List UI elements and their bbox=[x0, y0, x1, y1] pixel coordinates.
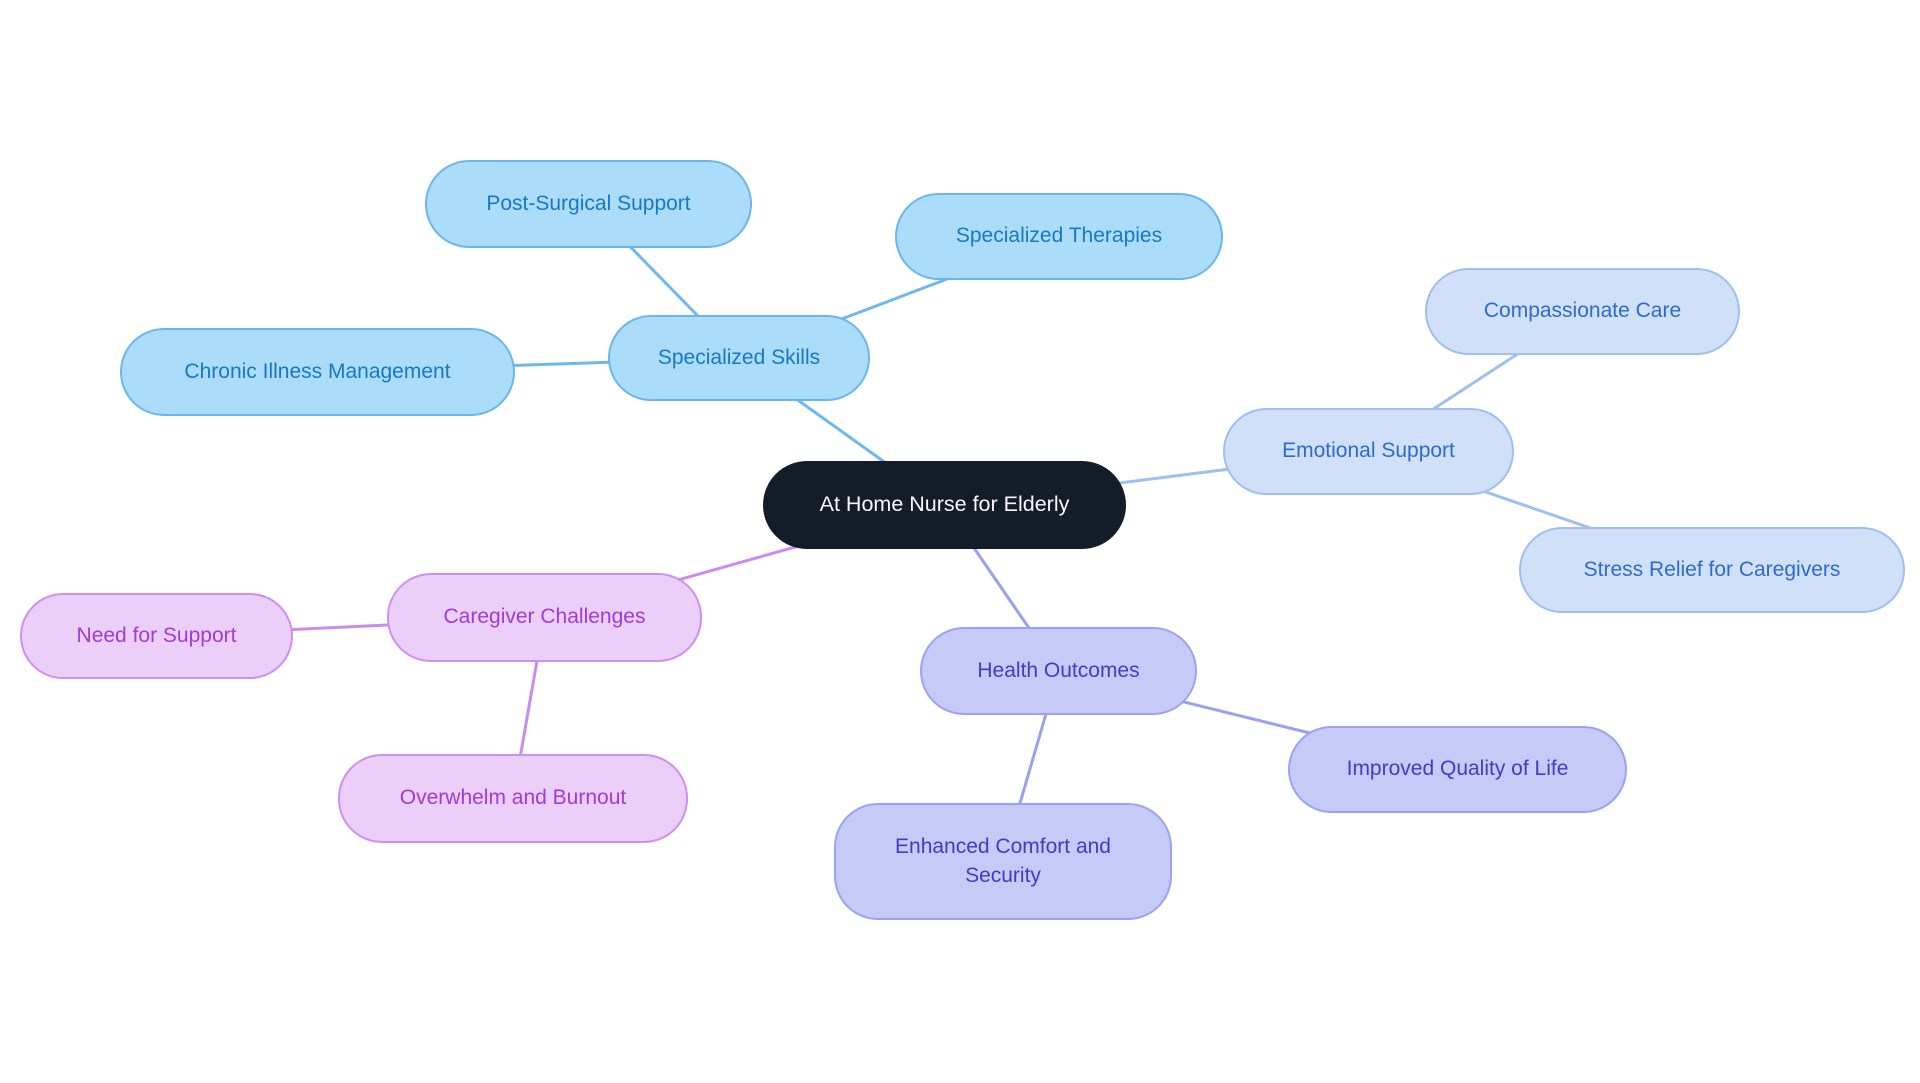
node-overwhelm-burnout[interactable]: Overwhelm and Burnout bbox=[338, 754, 688, 843]
node-label-caregiver-challenges: Caregiver Challenges bbox=[443, 605, 646, 629]
node-label-overwhelm-burnout: Overwhelm and Burnout bbox=[399, 786, 627, 810]
node-need-for-support[interactable]: Need for Support bbox=[20, 593, 293, 679]
node-improved-quality[interactable]: Improved Quality of Life bbox=[1288, 726, 1627, 813]
node-label-compassionate-care: Compassionate Care bbox=[1483, 299, 1682, 323]
node-label-post-surgical-support: Post-Surgical Support bbox=[486, 191, 691, 215]
node-stress-relief[interactable]: Stress Relief for Caregivers bbox=[1519, 527, 1905, 613]
node-caregiver-challenges[interactable]: Caregiver Challenges bbox=[387, 573, 702, 662]
node-specialized-therapies[interactable]: Specialized Therapies bbox=[895, 193, 1223, 280]
node-compassionate-care[interactable]: Compassionate Care bbox=[1425, 268, 1740, 355]
node-label-need-for-support: Need for Support bbox=[76, 623, 237, 647]
node-label-specialized-skills: Specialized Skills bbox=[657, 345, 821, 369]
node-label-chronic-illness: Chronic Illness Management bbox=[184, 359, 451, 383]
node-label-health-outcomes: Health Outcomes bbox=[977, 658, 1140, 682]
node-health-outcomes[interactable]: Health Outcomes bbox=[920, 627, 1197, 715]
node-label-enhanced-comfort: Enhanced Comfort and Security bbox=[895, 835, 1111, 887]
node-post-surgical-support[interactable]: Post-Surgical Support bbox=[425, 160, 752, 248]
node-enhanced-comfort[interactable]: Enhanced Comfort and Security bbox=[834, 803, 1172, 920]
node-specialized-skills[interactable]: Specialized Skills bbox=[608, 315, 870, 401]
node-label-specialized-therapies: Specialized Therapies bbox=[955, 224, 1163, 248]
node-chronic-illness[interactable]: Chronic Illness Management bbox=[120, 328, 515, 416]
node-central[interactable]: At Home Nurse for Elderly bbox=[763, 461, 1126, 549]
node-label-improved-quality: Improved Quality of Life bbox=[1346, 757, 1569, 781]
node-label-emotional-support: Emotional Support bbox=[1282, 439, 1455, 463]
node-label-stress-relief: Stress Relief for Caregivers bbox=[1583, 557, 1841, 581]
node-emotional-support[interactable]: Emotional Support bbox=[1223, 408, 1514, 495]
node-label-central: At Home Nurse for Elderly bbox=[819, 492, 1070, 517]
